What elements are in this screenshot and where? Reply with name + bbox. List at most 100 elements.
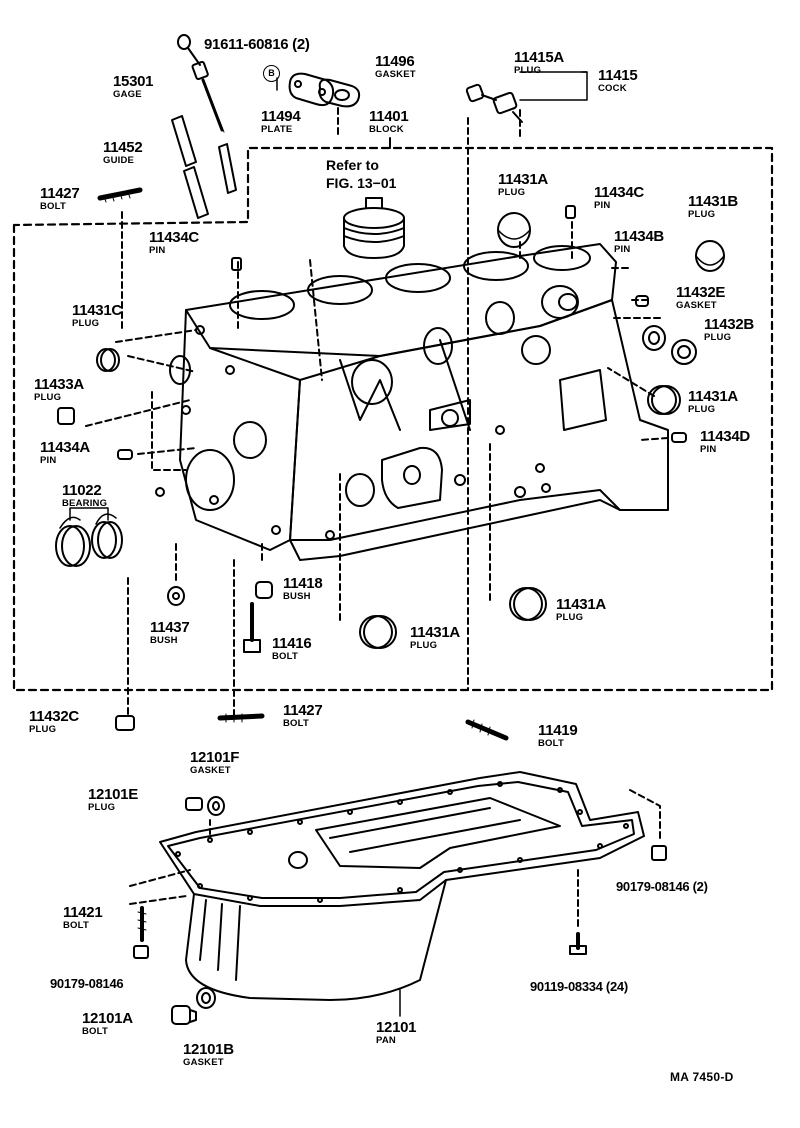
part-label-11431A-top: 11431A PLUG (498, 172, 548, 198)
plug-11433A-icon (57, 407, 75, 425)
part-name: PIN (700, 444, 717, 455)
part-name: PLUG (498, 187, 526, 198)
gasket-12101F-icon (207, 796, 225, 816)
part-name: PIN (40, 455, 57, 466)
bolt-90119-icon (569, 932, 587, 955)
part-label-11434C-right: 11434C PIN (594, 185, 644, 211)
reference-note-line2: FIG. 13−01 (326, 175, 397, 191)
part-number: 11415A (514, 49, 564, 66)
part-label-90179-08146-2: 90179-08146 (2) (616, 880, 708, 893)
part-number: 91611-60816 (2) (204, 36, 310, 53)
part-number: 11432B (704, 316, 754, 333)
callout-b-symbol: B (263, 65, 280, 82)
part-label-11434B: 11434B PIN (614, 229, 664, 255)
part-name: PAN (376, 1035, 396, 1046)
part-name: PLUG (688, 404, 716, 415)
part-name: BOLT (63, 920, 89, 931)
part-name: BOLT (82, 1026, 108, 1037)
part-number: 11401 (369, 108, 409, 125)
pin-11434B-icon (635, 295, 649, 307)
bearing-11022-icon (55, 513, 123, 567)
part-label-12101B: 12101B GASKET (183, 1042, 234, 1068)
part-number: 11452 (103, 139, 143, 156)
part-number: 11434B (614, 228, 664, 245)
part-label-11431B: 11431B PLUG (688, 194, 738, 220)
part-name: PLATE (261, 124, 293, 135)
part-number: 11432E (676, 284, 726, 301)
part-number: 12101E (88, 786, 138, 803)
part-label-11496: 11496 GASKET (375, 54, 416, 80)
part-label-90179-08146: 90179-08146 (50, 976, 124, 991)
reference-note: Refer to FIG. 13−01 (326, 156, 396, 192)
part-name: PLUG (410, 640, 438, 651)
bolt-11421-icon (137, 906, 147, 942)
part-number: 90179-08146 (50, 976, 124, 991)
part-label-11432B: 11432B PLUG (704, 317, 754, 343)
part-name: PLUG (34, 392, 62, 403)
part-number: 12101F (190, 749, 240, 766)
part-number: 11431A (688, 388, 738, 405)
plug-11432C-icon (115, 715, 135, 731)
plate-icon (288, 72, 335, 107)
part-label-11427-bot: 11427 BOLT (283, 703, 323, 729)
plug-11431A-right-icon (647, 385, 681, 415)
part-name: BLOCK (369, 124, 404, 135)
part-name: GASKET (190, 765, 231, 776)
part-number: 12101A (82, 1010, 133, 1027)
part-number: 11415 (598, 67, 638, 84)
part-label-11432C: 11432C PLUG (29, 709, 79, 735)
plug-11432B-icon (671, 339, 697, 365)
part-name: BOLT (283, 718, 309, 729)
part-label-11431A-right: 11431A PLUG (688, 389, 738, 415)
part-number: 11431A (556, 596, 606, 613)
part-number: 11431C (72, 302, 122, 319)
part-number: 15301 (113, 73, 154, 90)
part-name: GASKET (676, 300, 717, 311)
part-name: BOLT (40, 201, 66, 212)
part-number: 12101B (183, 1041, 234, 1058)
bolt-11416-icon (243, 602, 261, 653)
part-label-11427-top: 11427 BOLT (40, 186, 80, 212)
part-number: 11434A (40, 439, 90, 456)
part-name: PLUG (688, 209, 716, 220)
gasket-icon (318, 78, 361, 108)
part-label-11452: 11452 GUIDE (103, 139, 143, 166)
plug-11431A-mid-icon (359, 615, 397, 649)
part-number: 11434C (149, 229, 199, 246)
part-label-11431C: 11431C PLUG (72, 303, 122, 329)
part-number: 11434D (700, 428, 750, 445)
cylinder-block-icon (155, 243, 669, 561)
plug-11431A-bot-icon (509, 587, 547, 621)
part-number: 11431A (410, 624, 460, 641)
part-name: PLUG (88, 802, 116, 813)
part-label-11434D: 11434D PIN (700, 429, 750, 455)
drawing-code: MA 7450-D (670, 1070, 734, 1084)
bolt-11419-icon (465, 719, 509, 741)
part-label-12101E: 12101E PLUG (88, 787, 138, 813)
part-number: 11419 (538, 722, 578, 739)
part-number: 11431A (498, 171, 548, 188)
part-label-11431A-bot: 11431A PLUG (556, 597, 606, 623)
part-name: GUIDE (103, 155, 135, 166)
part-number: 11433A (34, 376, 84, 393)
nut-90179-2-icon (651, 845, 667, 861)
part-label-11415A: 11415A PLUG (514, 50, 564, 76)
part-name: BUSH (283, 591, 311, 602)
gasket-11432E-icon (642, 325, 666, 351)
bolt-11427-bottom-icon (217, 713, 265, 723)
part-name: PLUG (514, 65, 542, 76)
part-number: 12101 (376, 1019, 417, 1036)
nut-90179-icon (133, 945, 149, 959)
plug-11431B-icon (695, 240, 725, 272)
part-label-11415: 11415 COCK (598, 67, 638, 94)
part-name: PLUG (72, 318, 100, 329)
part-name: BOLT (272, 651, 298, 662)
part-name: GASKET (375, 69, 416, 80)
part-label-12101F: 12101F GASKET (190, 750, 239, 776)
part-name: COCK (598, 83, 627, 94)
part-label-11401: 11401 BLOCK (369, 108, 409, 135)
plug-12101E-icon (185, 797, 203, 811)
reference-note-line1: Refer to (326, 157, 379, 173)
part-label-15301: 15301 GAGE (113, 73, 154, 100)
gasket-12101B-icon (196, 987, 216, 1009)
